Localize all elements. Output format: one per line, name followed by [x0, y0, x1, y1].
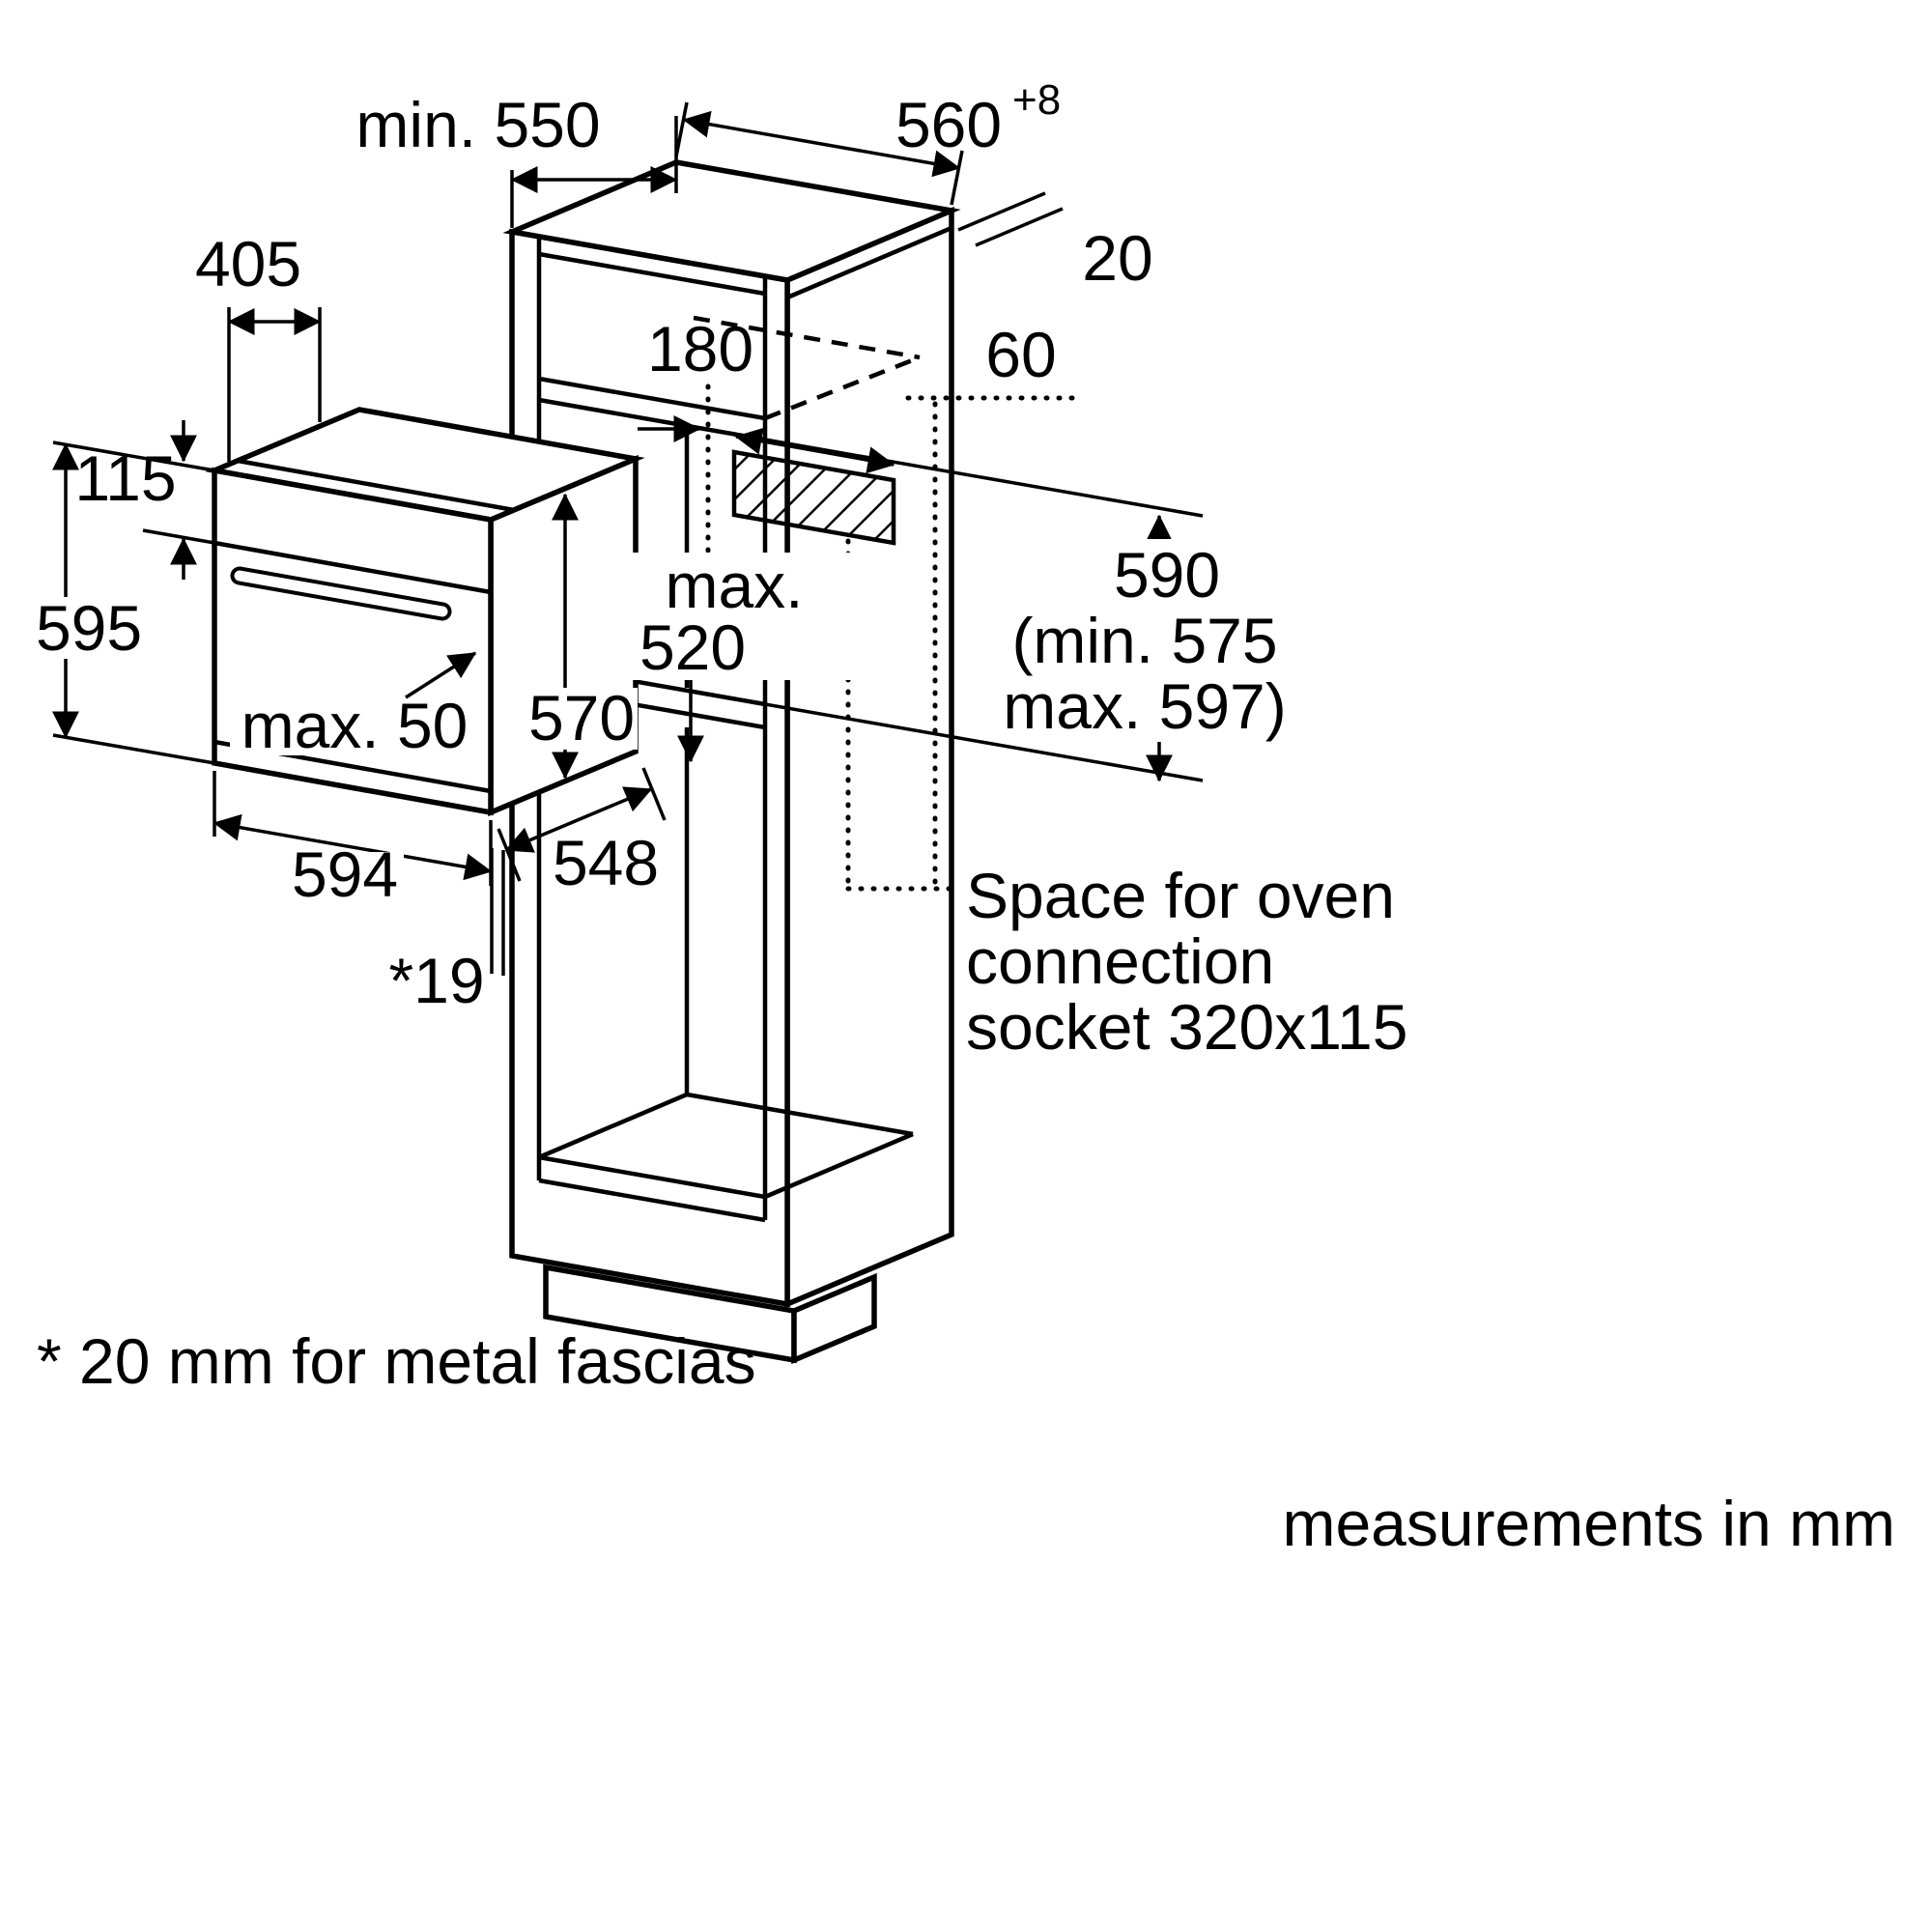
dim-label-max-520-line2: 520 [639, 611, 746, 683]
socket-callout: Space for oven connection socket 320x115 [966, 860, 1407, 1063]
oven-frame-line [237, 458, 515, 513]
dim-door-clearance: max. 50 [230, 651, 479, 761]
socket-callout-line1: Space for oven [966, 860, 1395, 931]
socket-callout-line3: socket 320x115 [966, 991, 1407, 1063]
dim-label-oven-width: 594 [292, 838, 398, 910]
dim-label-fascia-height: 115 [74, 442, 176, 514]
dim-oven-depth: 548 [497, 767, 667, 898]
dimensions: min. 550 560 +8 20 405 180 [33, 76, 1296, 1016]
dim-oven-height: 595 [33, 440, 215, 765]
dim-label-top-depth: 405 [195, 228, 301, 299]
socket-callout-line2: connection [966, 925, 1274, 997]
dim-label-door-clearance: max. 50 [242, 690, 469, 761]
dim-label-niche-width: 560 [895, 89, 1002, 160]
socket-width-arrow [734, 427, 895, 474]
oven-handle [230, 566, 452, 621]
dim-label-niche-height: 590 [1114, 539, 1220, 611]
dim-top-depth: 405 [195, 228, 322, 462]
reference-lines [705, 384, 1075, 892]
dim-socket-offset-side: 60 [985, 319, 1056, 390]
socket-space [731, 427, 896, 546]
cabinet-bottom-board [538, 1092, 914, 1223]
dim-panel-thickness: 20 [957, 191, 1153, 294]
oven-fascia-line [213, 540, 492, 595]
dim-label-socket-offset-side: 60 [985, 319, 1056, 390]
dim-label-niche-height-max: max. 597) [1003, 670, 1286, 742]
footnote: * 20 mm for metal fascias [37, 1325, 756, 1397]
cabinet-right-face [784, 206, 954, 1309]
dim-label-niche-height-min: (min. 575 [1011, 605, 1277, 676]
dim-label-max-520-line1: max. [665, 550, 803, 621]
dim-label-fascia-overlap: *19 [388, 945, 484, 1016]
dim-label-body-height: 570 [528, 682, 635, 753]
dim-label-niche-width-tolerance: +8 [1012, 76, 1061, 124]
dim-fascia-height: 115 [74, 420, 215, 580]
dim-label-panel-thickness: 20 [1082, 222, 1152, 294]
niche-top-shelf [538, 376, 766, 442]
dim-niche-width: 560 +8 [674, 76, 1061, 206]
hidden-edges [693, 315, 921, 421]
dim-oven-width: 594 [213, 771, 493, 910]
dim-body-height: 570 [527, 493, 638, 780]
plinth [543, 1264, 877, 1365]
dim-socket-offset-top: 180 [638, 313, 753, 442]
dim-cabinet-depth: min. 550 [355, 89, 678, 228]
units-note: measurements in mm [1282, 1488, 1895, 1559]
dim-label-oven-depth: 548 [553, 827, 659, 898]
dim-label-cabinet-depth: min. 550 [355, 89, 600, 160]
dim-niche-height: 590 (min. 575 max. 597) [764, 438, 1296, 782]
dim-label-socket-offset-top: 180 [647, 313, 753, 384]
dim-max-520: max. 520 [609, 550, 862, 763]
dim-label-oven-height: 595 [36, 592, 142, 664]
dim-fascia-overlap: *19 [388, 848, 505, 1016]
